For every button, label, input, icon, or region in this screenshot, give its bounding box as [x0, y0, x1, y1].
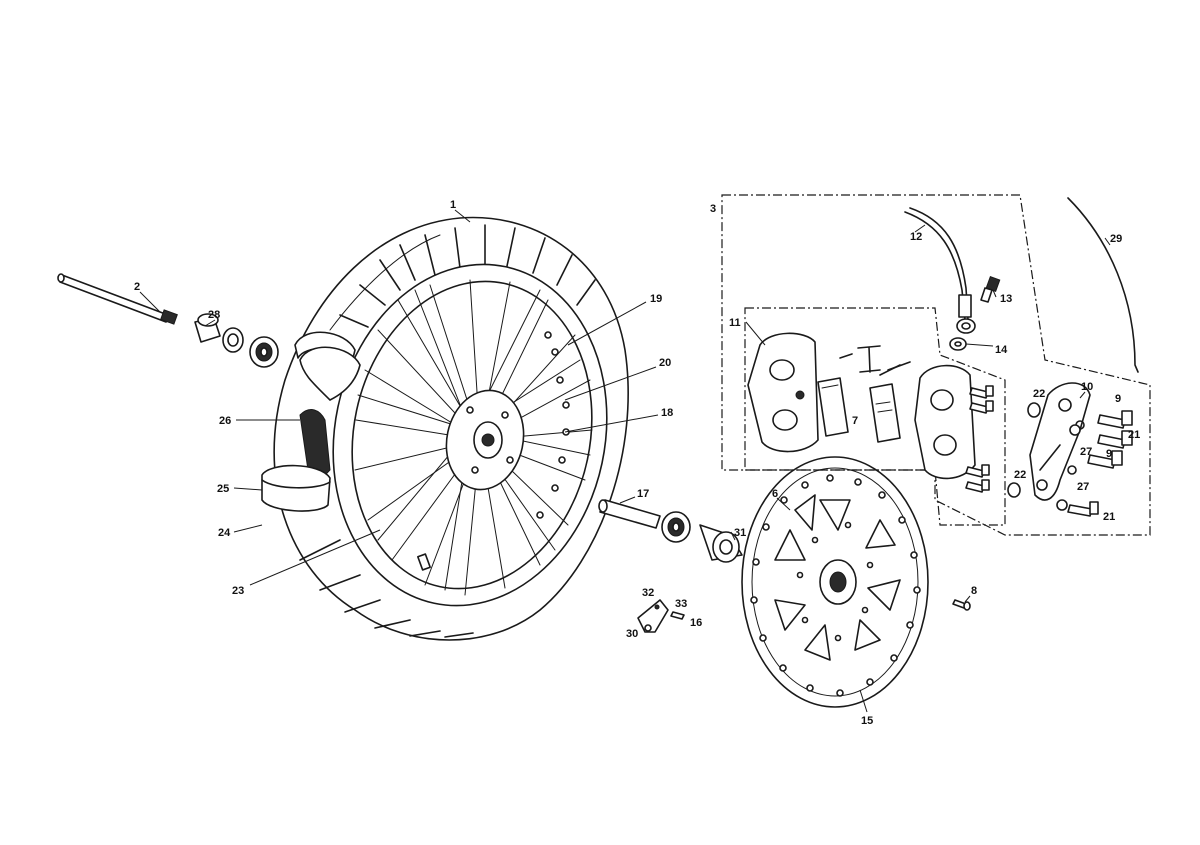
sensor-cable — [1067, 197, 1139, 373]
axle-thread — [160, 309, 178, 325]
brake-disc — [741, 456, 929, 708]
callout-25: 25 — [217, 483, 229, 495]
box-3-outline — [721, 194, 1151, 536]
callout-22-lower: 22 — [1014, 469, 1026, 481]
disc-cutouts — [774, 494, 901, 661]
sensor-bracket — [637, 599, 685, 633]
callout-20: 20 — [659, 357, 671, 369]
callout-13: 13 — [1000, 293, 1012, 305]
banjo-bolt — [980, 276, 1001, 303]
callout-14: 14 — [995, 344, 1008, 356]
disc-bolt — [952, 599, 971, 611]
callout-24: 24 — [218, 527, 231, 539]
callout-7: 7 — [852, 415, 858, 427]
box-11-outline — [744, 307, 1006, 526]
pad-springs-pins — [839, 345, 911, 376]
brake-pad-1 — [817, 377, 849, 437]
callout-23: 23 — [232, 585, 244, 597]
callout-16: 16 — [690, 617, 702, 629]
valve — [417, 553, 431, 571]
callout-27-upper: 27 — [1080, 446, 1092, 458]
caliper-right-half — [914, 364, 976, 480]
bracket-hardware — [1007, 402, 1133, 517]
callout-27-lower: 27 — [1077, 481, 1089, 493]
callout-12: 12 — [910, 231, 922, 243]
callout-33: 33 — [675, 598, 687, 610]
callout-32: 32 — [642, 587, 654, 599]
callout-21-lower: 21 — [1103, 511, 1115, 523]
callout-29: 29 — [1110, 233, 1122, 245]
tube-and-rim-tape — [261, 331, 361, 512]
callout-28: 28 — [208, 309, 220, 321]
tire-tread — [299, 224, 596, 638]
spacer-17 — [599, 499, 661, 529]
callout-10: 10 — [1081, 381, 1093, 393]
callout-1: 1 — [450, 199, 456, 211]
callout-11: 11 — [729, 317, 741, 329]
callout-9-lower: 9 — [1106, 448, 1112, 460]
tube-upper — [299, 346, 361, 401]
brake-hose — [904, 207, 976, 334]
callout-26: 26 — [219, 415, 231, 427]
caliper-bolts — [965, 385, 994, 493]
spoke-nipples — [536, 331, 570, 519]
callout-6: 6 — [772, 488, 778, 500]
seal-left — [222, 327, 244, 353]
callout-30: 30 — [626, 628, 638, 640]
callout-17: 17 — [637, 488, 649, 500]
callout-2: 2 — [134, 281, 140, 293]
callout-21-upper: 21 — [1128, 429, 1140, 441]
callout-15: 15 — [861, 715, 873, 727]
callout-9-upper: 9 — [1115, 393, 1121, 405]
caliper-bracket — [1029, 382, 1091, 501]
callout-31: 31 — [734, 527, 746, 539]
right-axle-parts — [598, 499, 743, 563]
brake-pad-2 — [869, 383, 901, 443]
washer-14 — [949, 337, 967, 351]
disc-holes — [750, 474, 921, 697]
caliper-left-half — [747, 332, 819, 453]
leader-lines — [139, 209, 1111, 713]
callout-8: 8 — [971, 585, 977, 597]
front-axle-group — [57, 273, 279, 368]
callout-3: 3 — [710, 203, 716, 215]
callout-19: 19 — [650, 293, 662, 305]
callout-18: 18 — [661, 407, 673, 419]
callout-labels: 1 2 3 6 7 8 9 9 10 11 12 13 14 15 16 17 … — [134, 199, 1140, 727]
caliper-group-box — [721, 194, 1151, 536]
callout-22-upper: 22 — [1033, 388, 1045, 400]
wheel-assembly — [273, 216, 629, 641]
rim-inner — [351, 280, 593, 590]
axle — [59, 274, 169, 323]
